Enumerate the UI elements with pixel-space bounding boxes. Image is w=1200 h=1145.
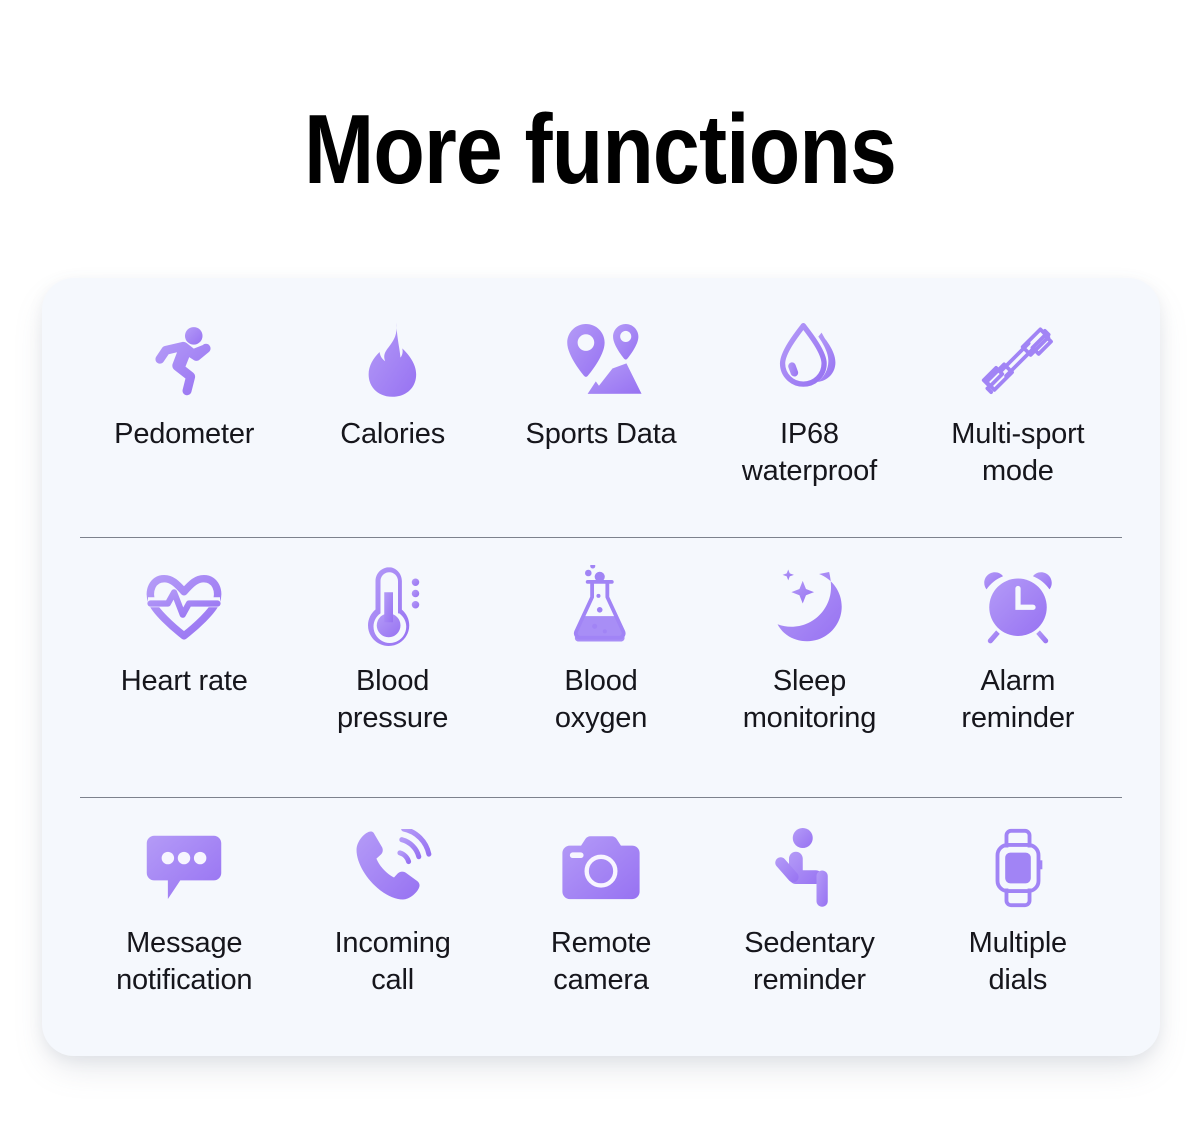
page-title: More functions <box>304 94 897 204</box>
features-card: Pedometer Calories <box>42 278 1160 1056</box>
seated-person-icon <box>768 827 850 909</box>
feature-label: Heart rate <box>120 665 248 698</box>
feature-label: Multiple dials <box>968 925 1068 999</box>
feature-item-remote-camera[interactable]: Remote camera <box>497 797 705 999</box>
feature-item-heart-rate[interactable]: Heart rate <box>80 537 288 700</box>
feature-label: Pedometer <box>114 418 255 450</box>
flame-icon <box>352 318 434 400</box>
feature-label-line2: monitoring <box>742 702 877 735</box>
feature-item-alarm-reminder[interactable]: Alarm reminder <box>914 537 1122 737</box>
feature-label: Sedentary reminder <box>744 925 875 999</box>
feature-label: Multi-sport mode <box>951 416 1084 490</box>
feature-item-sleep-monitoring[interactable]: Sleep monitoring <box>705 537 913 737</box>
feature-label-line1: Sedentary <box>744 926 875 959</box>
feature-item-multi-sport-mode[interactable]: Multi-sport mode <box>914 278 1122 490</box>
map-pins-route-icon <box>560 318 642 400</box>
feature-item-sports-data[interactable]: Sports Data <box>497 278 705 453</box>
thermometer-icon <box>352 565 434 647</box>
feature-label-line1: Incoming <box>334 926 451 959</box>
feature-item-blood-oxygen[interactable]: Blood oxygen <box>497 537 705 737</box>
feature-label: Incoming call <box>335 925 451 999</box>
feature-label-line2: camera <box>553 963 649 996</box>
feature-label-line2: dials <box>988 963 1048 996</box>
feature-label: Message notification <box>116 925 252 999</box>
feature-row: Message notification <box>80 796 1122 1056</box>
feature-rows: Pedometer Calories <box>42 278 1160 1056</box>
flask-bubbles-icon <box>560 565 642 647</box>
feature-label-line1: Alarm <box>980 665 1056 698</box>
camera-icon <box>560 827 642 909</box>
feature-row: Pedometer Calories <box>80 278 1122 537</box>
feature-label-line1: Blood <box>356 665 430 698</box>
feature-label: Blood oxygen <box>554 663 648 737</box>
feature-item-ip68-waterproof[interactable]: IP68 waterproof <box>705 278 913 490</box>
dumbbell-icon <box>977 318 1059 400</box>
feature-label-line2: notification <box>116 963 253 996</box>
feature-label: Sports Data <box>525 418 677 450</box>
feature-label-line1: IP68 <box>779 418 839 450</box>
feature-label: Calories <box>340 418 445 450</box>
message-bubble-icon <box>143 827 225 909</box>
feature-label: Alarm reminder <box>961 663 1074 737</box>
moon-stars-icon <box>768 565 850 647</box>
phone-ring-icon <box>352 827 434 909</box>
feature-label: Blood pressure <box>337 663 448 737</box>
feature-label-line1: Remote <box>550 926 652 959</box>
feature-item-calories[interactable]: Calories <box>288 278 496 453</box>
feature-label: Sleep monitoring <box>742 663 877 737</box>
feature-label-line1: Multi-sport <box>951 418 1085 450</box>
feature-item-blood-pressure[interactable]: Blood pressure <box>288 537 496 737</box>
feature-item-incoming-call[interactable]: Incoming call <box>288 797 496 999</box>
alarm-clock-icon <box>977 565 1059 647</box>
feature-label-line1: Multiple <box>968 926 1068 959</box>
water-droplet-icon <box>768 318 850 400</box>
feature-label-line2: reminder <box>753 963 866 996</box>
running-person-icon <box>143 318 225 400</box>
feature-label-line1: Sleep <box>772 665 846 698</box>
feature-label-line2: waterproof <box>741 455 877 487</box>
feature-item-multiple-dials[interactable]: Multiple dials <box>914 797 1122 999</box>
feature-row: Heart rate <box>80 537 1122 796</box>
feature-item-sedentary-reminder[interactable]: Sedentary reminder <box>705 797 913 999</box>
smartwatch-icon <box>977 827 1059 909</box>
feature-label-line1: Message <box>126 926 243 959</box>
feature-label-line2: mode <box>981 455 1054 487</box>
heart-pulse-icon <box>143 565 225 647</box>
feature-label-line2: pressure <box>336 702 449 735</box>
feature-label-line2: call <box>371 963 414 996</box>
feature-item-message-notification[interactable]: Message notification <box>80 797 288 999</box>
feature-label: Remote camera <box>550 925 652 999</box>
feature-label: IP68 waterproof <box>742 416 877 490</box>
feature-label-line2: reminder <box>961 702 1075 735</box>
feature-item-pedometer[interactable]: Pedometer <box>80 278 288 453</box>
feature-label-line1: Blood <box>564 665 638 698</box>
feature-label-line2: oxygen <box>554 702 648 735</box>
